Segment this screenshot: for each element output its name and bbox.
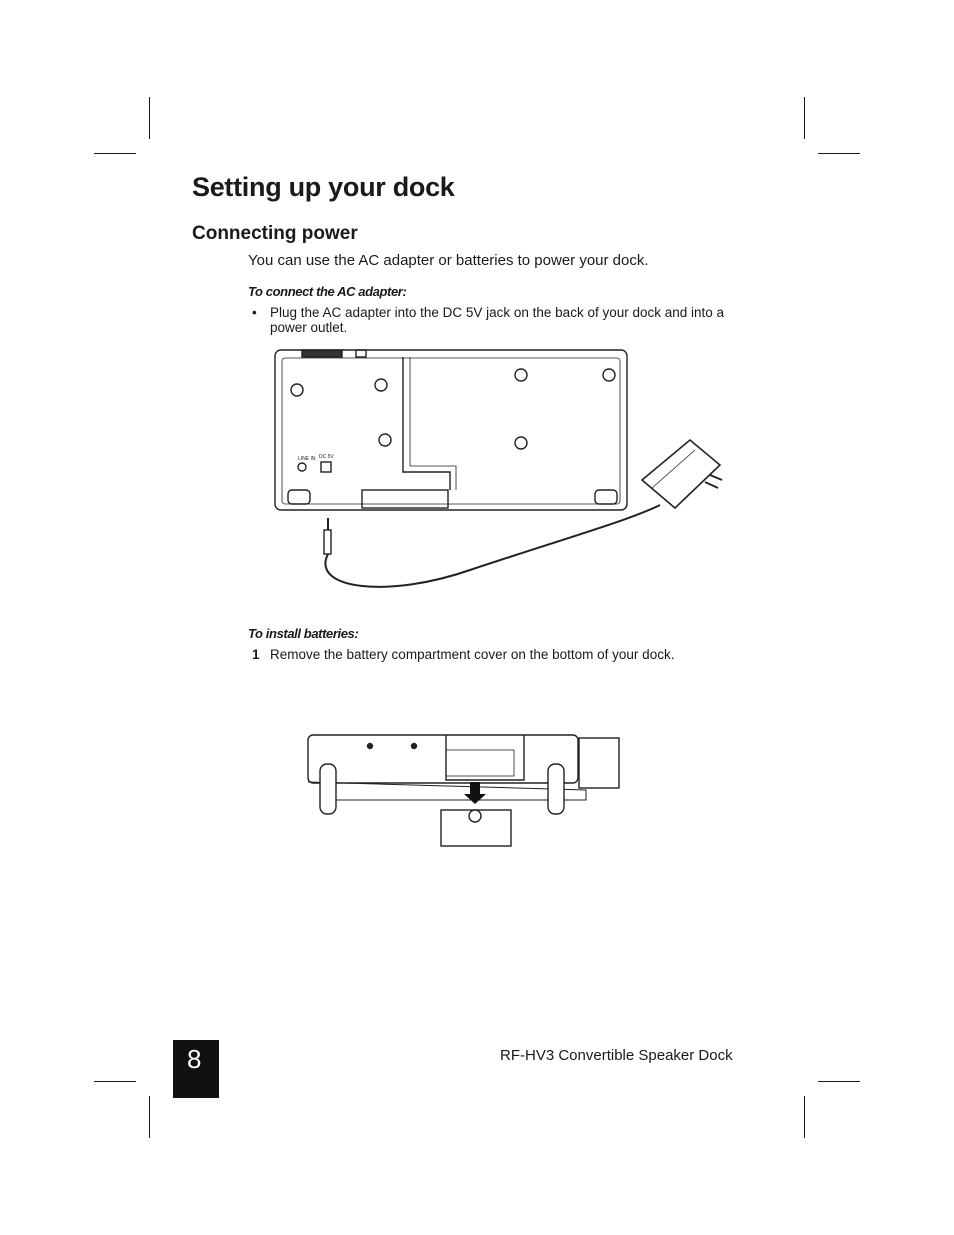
crop-mark (94, 153, 136, 154)
crop-mark (149, 97, 150, 139)
footer-product-name: RF-HV3 Convertible Speaker Dock (500, 1047, 733, 1064)
line-in-label: LINE IN (298, 456, 316, 462)
step-number: 1 (252, 647, 260, 662)
section-title: Connecting power (192, 223, 358, 244)
page-title: Setting up your dock (192, 172, 455, 202)
batteries-heading: To install batteries: (248, 626, 359, 641)
crop-mark (804, 97, 805, 139)
step-text: Remove the battery compartment cover on … (270, 647, 675, 662)
battery-compartment-illustration (307, 734, 620, 847)
crop-mark (149, 1096, 150, 1138)
ac-adapter-illustration: LINE IN DC 5V (274, 349, 723, 588)
dc-jack-label: DC 5V (319, 454, 334, 460)
crop-mark (818, 1081, 860, 1082)
intro-text: You can use the AC adapter or batteries … (248, 252, 649, 269)
crop-mark (818, 153, 860, 154)
step-text: Plug the AC adapter into the DC 5V jack … (270, 305, 725, 335)
arrow-down-icon (464, 782, 486, 804)
crop-mark (94, 1081, 136, 1082)
bullet-marker: • (252, 305, 257, 320)
page-number-tab: 8 (173, 1040, 219, 1098)
ac-adapter-heading: To connect the AC adapter: (248, 284, 407, 299)
page-number: 8 (187, 1044, 202, 1074)
crop-mark (804, 1096, 805, 1138)
